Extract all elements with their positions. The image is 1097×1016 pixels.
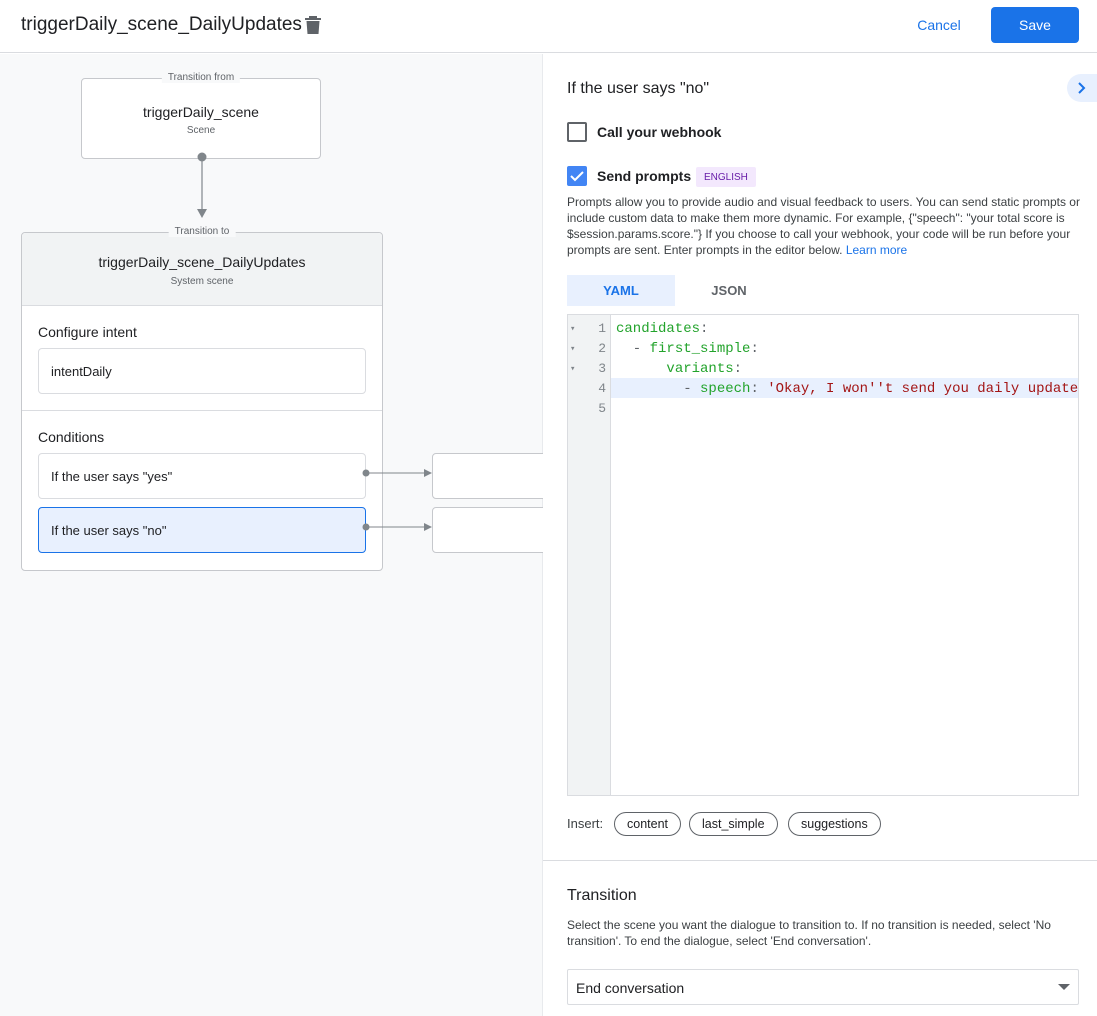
line-number: ▾3 [568,359,608,379]
webhook-checkbox[interactable] [567,122,587,142]
tab-yaml[interactable]: YAML [567,275,675,306]
collapse-panel-button[interactable] [1067,74,1097,102]
code-line: candidates: [616,319,1078,339]
condition-connectors [362,469,432,531]
transition-to-node: Transition to triggerDaily_scene_DailyUp… [21,226,383,571]
cancel-button[interactable]: Cancel [903,8,975,42]
code-token: variants [666,361,734,377]
learn-more-link[interactable]: Learn more [845,243,908,257]
target-node-yes[interactable] [432,453,552,499]
code-token: first_simple [649,341,751,357]
line-number: 5 [598,401,606,416]
code-line [616,399,1078,419]
target-node-no[interactable] [432,507,552,553]
code-token: 'Okay, I won''t send you daily updates.' [767,381,1079,397]
transition-from-node[interactable]: Transition from triggerDaily_scene Scene [81,72,321,159]
insert-chip-content[interactable]: content [614,812,682,836]
condition-no[interactable]: If the user says "no" [38,507,366,553]
scene-type: Scene [186,125,216,136]
insert-chip-suggestions[interactable]: suggestions [788,812,881,836]
transition-selected-value: End conversation [576,980,685,996]
scene-type: System scene [170,276,234,287]
connector-arrow [197,152,207,218]
header: triggerDaily_scene_DailyUpdates Cancel S… [0,0,1097,53]
page-title: triggerDaily_scene_DailyUpdates [21,14,302,35]
intent-field[interactable]: intentDaily [38,348,366,394]
intent-heading: Configure intent [38,324,137,340]
check-icon [570,171,584,182]
code-token: - [616,381,701,397]
condition-yes[interactable]: If the user says "yes" [38,453,366,499]
fold-icon[interactable]: ▾ [570,344,576,354]
code-token: speech [700,381,751,397]
code-token: : [733,361,743,377]
active-line [611,378,1078,398]
code-token: - [616,341,650,357]
code-token: : [750,381,768,397]
conditions-heading: Conditions [38,429,105,445]
code-token [616,361,666,377]
prompts-description: Prompts allow you to provide audio and v… [567,194,1082,258]
panel-title: If the user says "no" [567,80,710,97]
code-editor[interactable]: ▾1▾2▾3 4 5 candidates: - first_simple: var… [567,314,1079,796]
chevron-right-icon [1078,82,1086,94]
code-line: - speech: 'Okay, I won''t send you daily… [616,379,1079,399]
insert-label: Insert: [567,816,604,831]
webhook-label: Call your webhook [597,124,722,140]
language-badge: ENGLISH [696,167,756,187]
tab-json[interactable]: JSON [711,283,747,298]
prompts-label: Send prompts [597,168,692,184]
scene-name: triggerDaily_scene [143,104,259,120]
insert-chip-last-simple[interactable]: last_simple [689,812,778,836]
dropdown-arrow-icon [1058,984,1070,990]
code-line: variants: [616,359,1078,379]
transition-heading: Transition [567,887,637,904]
save-button[interactable]: Save [991,7,1079,43]
prompts-checkbox[interactable] [567,166,587,186]
delete-icon[interactable] [304,15,322,40]
gutter [568,315,611,795]
code-token: candidates [616,321,701,337]
node-legend: Transition to [168,226,236,237]
line-number: ▾2 [568,339,608,359]
node-legend: Transition from [161,72,241,83]
flow-canvas: Transition from triggerDaily_scene Scene… [0,54,552,1016]
condition-panel: If the user says "no" Call your webhook … [543,54,1097,1016]
transition-description: Select the scene you want the dialogue t… [567,918,1051,948]
code-token: : [700,321,709,337]
line-number: ▾1 [568,319,608,339]
description-text: Prompts allow you to provide audio and v… [567,195,1080,257]
code-line: - first_simple: [616,339,1078,359]
scene-name: triggerDaily_scene_DailyUpdates [98,254,306,270]
transition-select[interactable]: End conversation [567,969,1079,1005]
fold-icon[interactable]: ▾ [570,364,576,374]
code-token: : [750,341,759,357]
line-number: 4 [598,381,606,396]
fold-icon[interactable]: ▾ [570,324,576,334]
